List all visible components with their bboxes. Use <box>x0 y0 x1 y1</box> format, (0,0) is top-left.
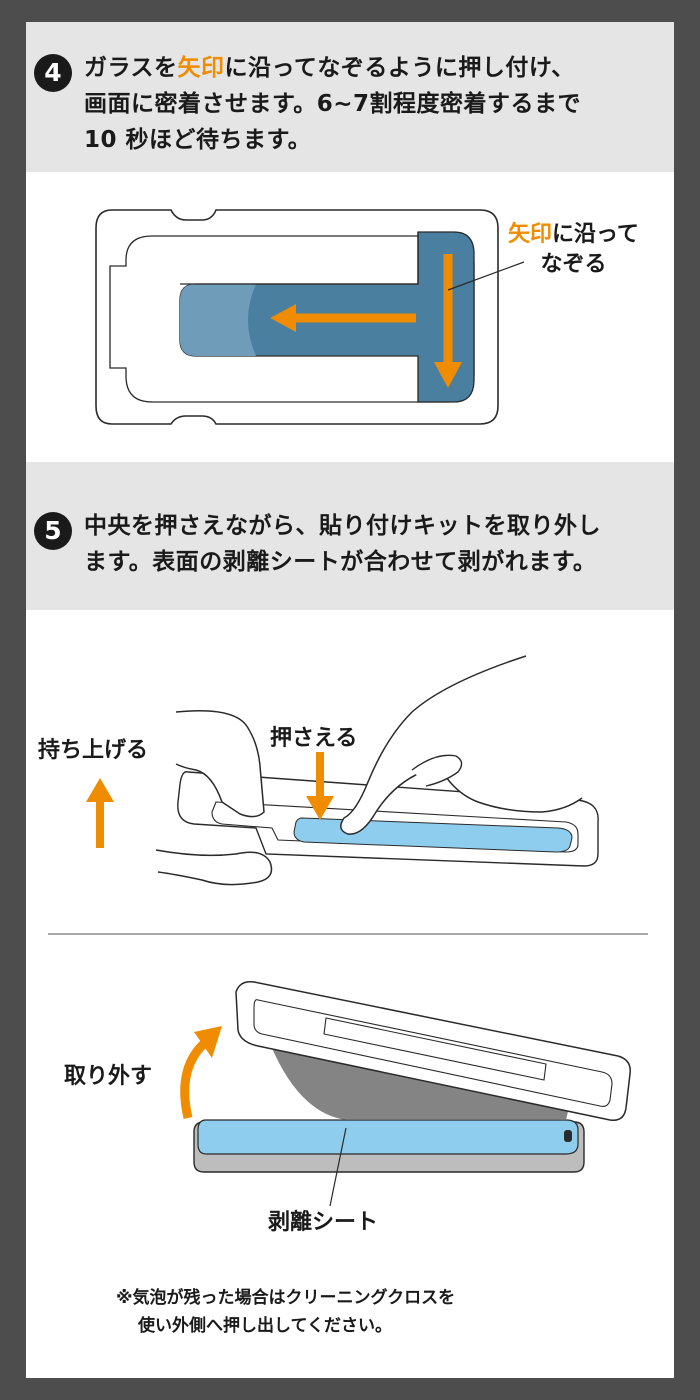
step4-number-badge: 4 <box>34 54 72 92</box>
illustrations <box>48 209 648 1207</box>
release-sheet-label: 剥離シート <box>268 1210 379 1235</box>
step4-instruction: ガラスを矢印に沿ってなぞるように押し付け、 画面に密着させます。6~7割程度密着… <box>84 50 581 158</box>
sheet-callout-line <box>329 1127 347 1207</box>
press-arrow-head-icon <box>306 796 334 820</box>
note: ※気泡が残った場合はクリーニングクロスを 使い外側へ押し出してください。 <box>116 1284 455 1340</box>
step4-line2: 画面に密着させます。6~7割程度密着するまで <box>84 91 581 117</box>
remove-arrow-head-icon <box>194 1026 222 1058</box>
instruction-card: 4 ガラスを矢印に沿ってなぞるように押し付け、 画面に密着させます。6~7割程度… <box>26 22 674 1378</box>
press-illustration <box>86 655 599 886</box>
remove-arrow-icon <box>180 1036 211 1120</box>
step4-callout: 矢印に沿って なぞる <box>508 222 639 277</box>
step5-line1: 中央を押さえながら、貼り付けキットを取り外し <box>84 513 601 539</box>
step5-line2: ます。表面の剥離シートが合わせて剥がれます。 <box>84 549 597 575</box>
arrow-down-head-icon <box>434 362 462 388</box>
step5-instruction: 中央を押さえながら、貼り付けキットを取り外し ます。表面の剥離シートが合わせて剥… <box>84 508 601 580</box>
step5-number-badge: 5 <box>34 512 72 550</box>
callout-line <box>447 261 525 291</box>
step4-line3: 10 秒ほど待ちます。 <box>84 127 312 153</box>
press-label: 押さえる <box>270 726 358 751</box>
note-line2: 使い外側へ押し出してください。 <box>138 1316 392 1336</box>
lift-label: 持ち上げる <box>38 738 149 763</box>
step4-line1: ガラスを矢印に沿ってなぞるように押し付け、 <box>84 55 575 81</box>
arrow-left-head-icon <box>270 304 296 332</box>
step5-header: 5 中央を押さえながら、貼り付けキットを取り外し ます。表面の剥離シートが合わせ… <box>26 462 674 610</box>
remove-illustration <box>180 980 631 1207</box>
remove-label: 取り外す <box>64 1064 153 1089</box>
lift-arrow-head-icon <box>86 778 114 802</box>
step4-header: 4 ガラスを矢印に沿ってなぞるように押し付け、 画面に密着させます。6~7割程度… <box>26 22 674 172</box>
note-line1: ※気泡が残った場合はクリーニングクロスを <box>116 1288 456 1308</box>
